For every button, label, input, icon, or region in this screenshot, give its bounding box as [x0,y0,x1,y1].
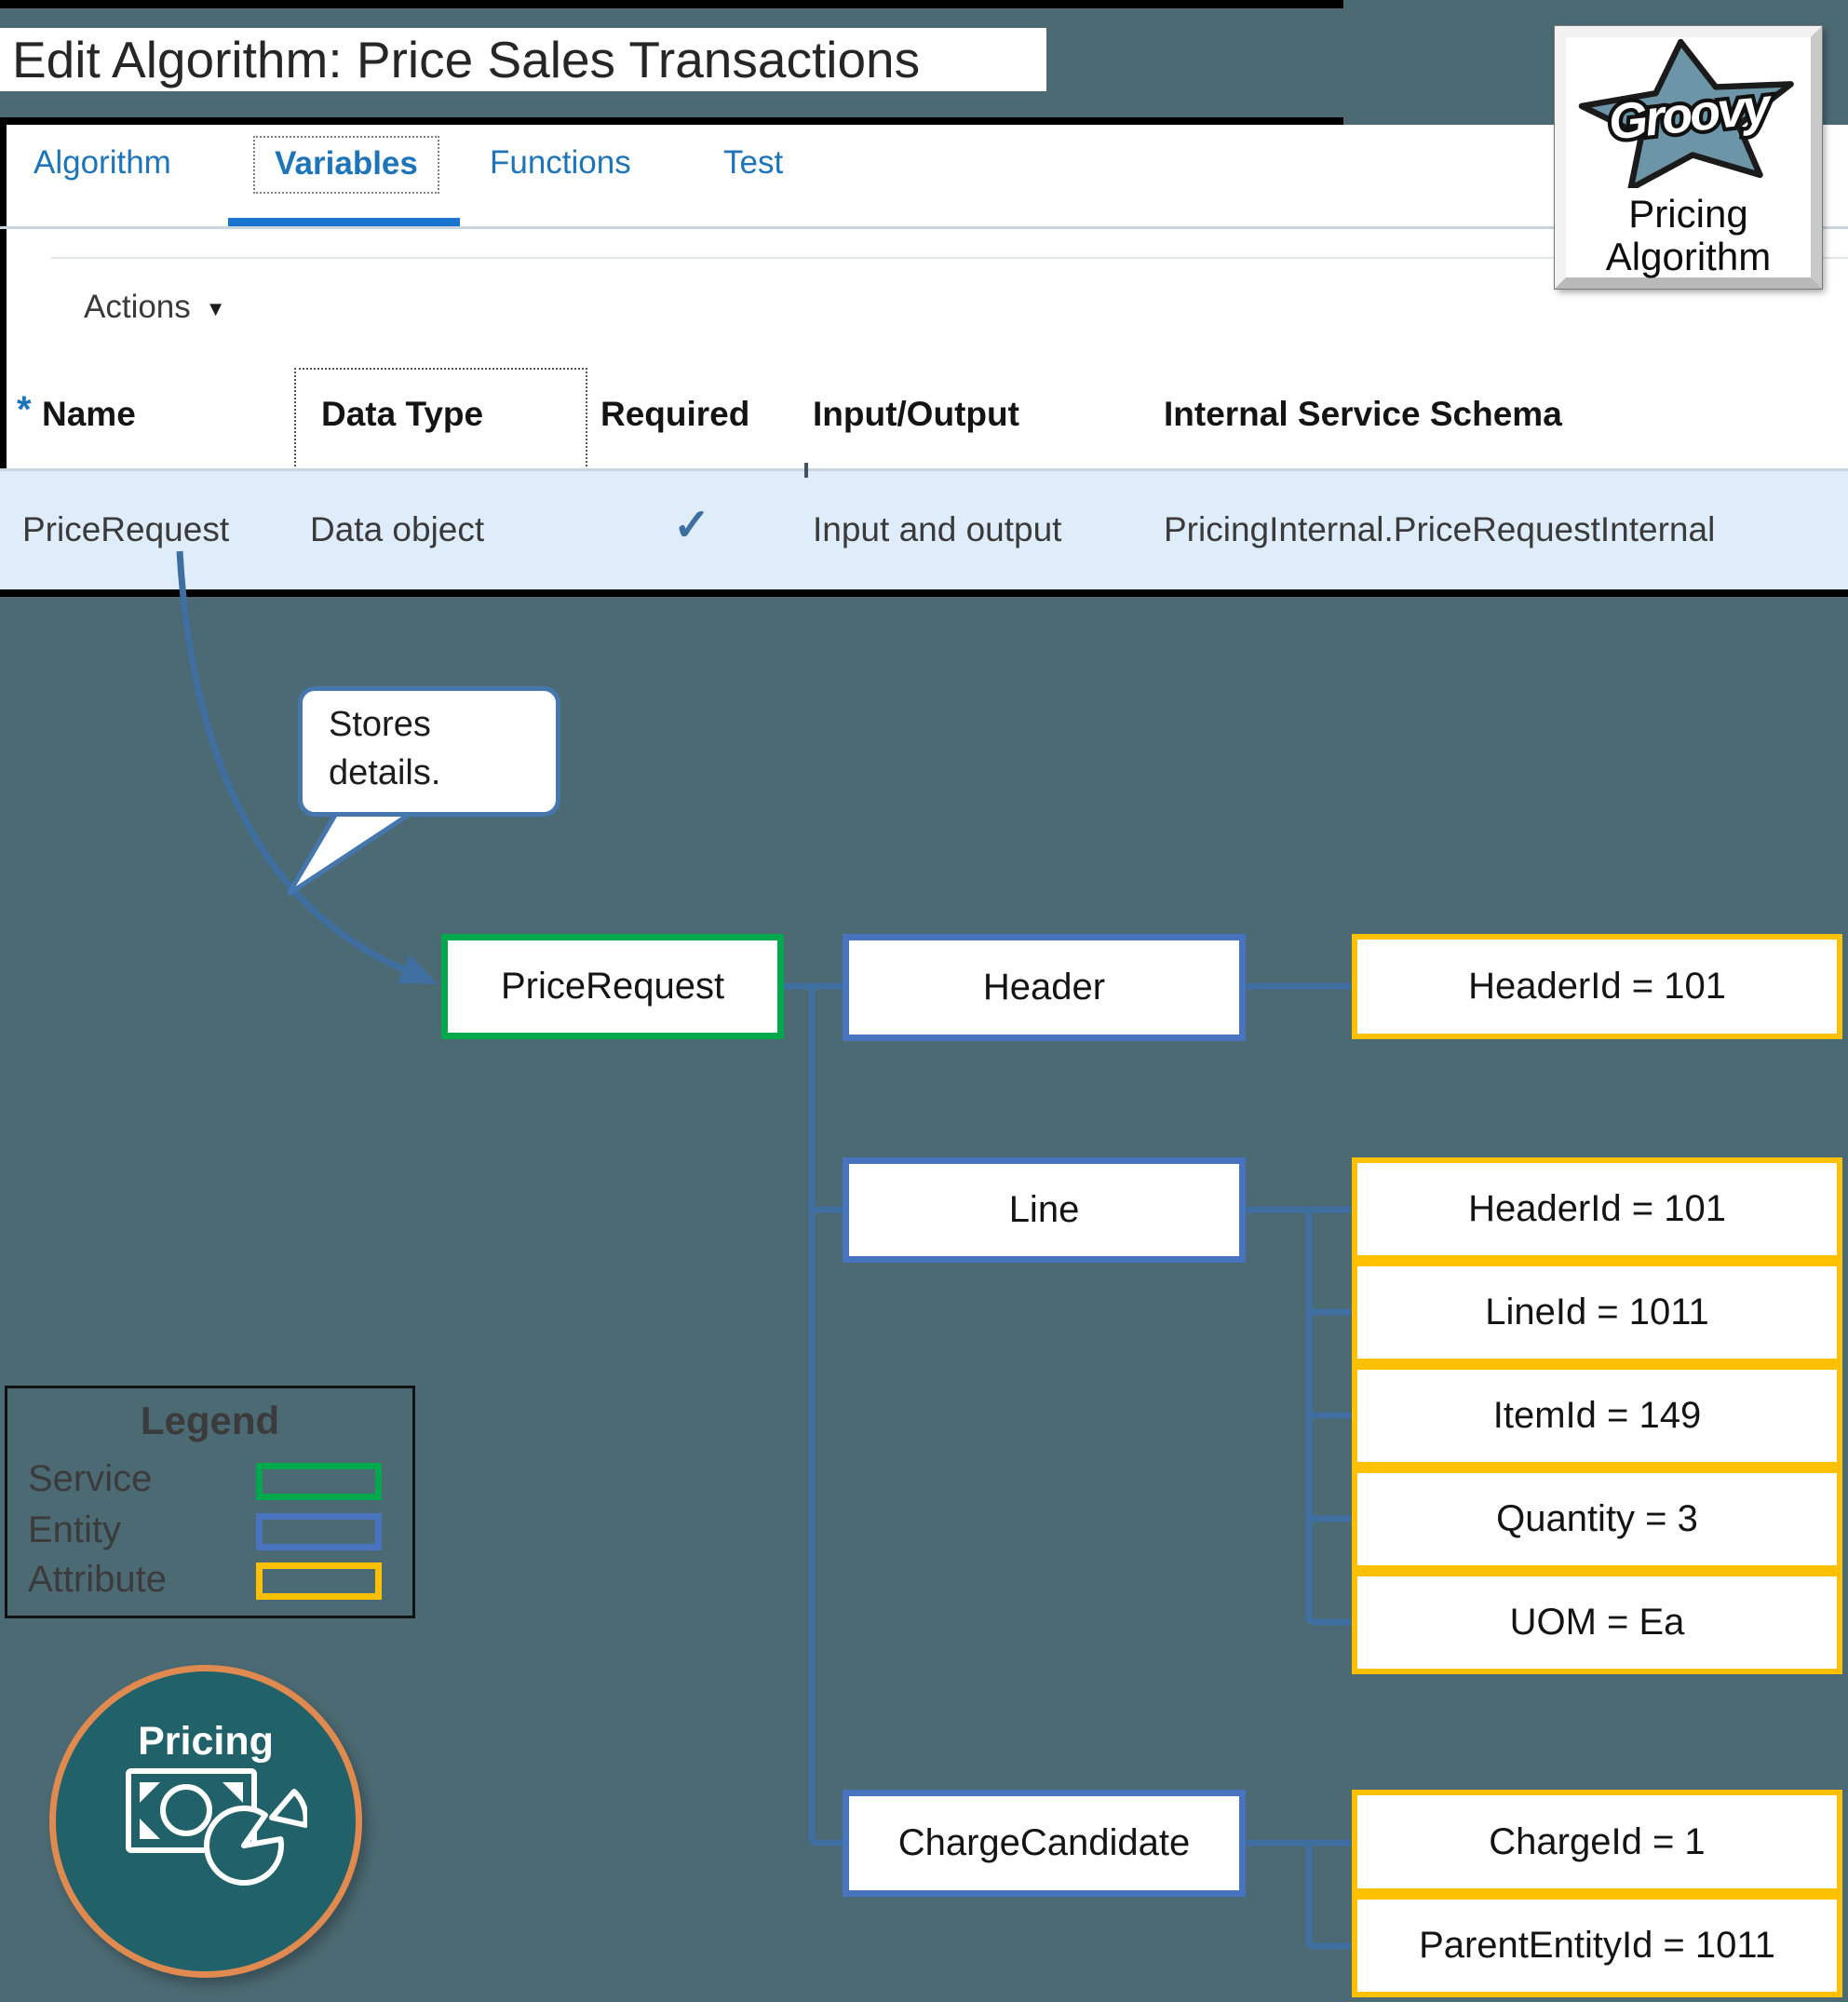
toolbar-divider [51,257,1848,259]
callout-text-line1: Stores [329,705,431,744]
badge-caption-line2: Algorithm [1605,235,1772,278]
screenshot-divider [0,117,1343,125]
legend-label-attribute: Attribute [28,1559,167,1600]
screenshot-top-border [0,0,1343,8]
column-header-schema[interactable]: Internal Service Schema [1164,395,1562,433]
attribute-node-line-headerid: HeaderId = 101 [1352,1157,1842,1261]
attribute-node-line-itemid: ItemId = 149 [1352,1364,1842,1468]
legend-title: Legend [140,1399,280,1442]
callout-bubble: Stores details. [298,686,560,817]
page-title-bar: Edit Algorithm: Price Sales Transactions [0,28,1046,91]
curved-arrow [176,550,406,973]
cell-schema: PricingInternal.PriceRequestInternal [1164,510,1716,548]
active-tab-underline [228,218,460,226]
entity-node-chargecandidate: ChargeCandidate [843,1790,1246,1897]
legend-label-entity: Entity [28,1509,122,1550]
chevron-down-icon: ▼ [205,297,226,320]
required-marker: * [17,389,32,430]
attribute-node-cc-parententityid: ParentEntityId = 1011 [1352,1894,1842,1997]
required-check-icon: ✓ [673,501,711,550]
header-separator [0,468,1848,471]
groovy-badge: Groovy Pricing Algorithm [1554,25,1823,290]
legend-swatch-service [256,1463,382,1500]
attribute-node-line-quantity: Quantity = 3 [1352,1468,1842,1571]
cell-data-type: Data object [310,510,485,548]
attribute-node-line-uom: UOM = Ea [1352,1571,1842,1674]
tab-variables[interactable]: Variables [253,136,439,194]
column-header-name[interactable]: Name [42,395,136,433]
panel-divider [0,226,1848,229]
legend [5,1386,415,1618]
column-resize-mark [804,463,808,478]
cell-name: PriceRequest [22,510,230,548]
pricing-badge-label: Pricing [138,1719,274,1764]
service-node-pricerequest: PriceRequest [441,934,784,1039]
actions-menu[interactable]: Actions ▼ [84,287,226,328]
legend-swatch-attribute [256,1562,382,1600]
tab-algorithm[interactable]: Algorithm [34,144,171,181]
cell-input-output: Input and output [813,510,1062,548]
page-title: Edit Algorithm: Price Sales Transactions [12,31,921,88]
money-pie-icon [126,1768,307,1886]
attribute-node-cc-chargeid: ChargeId = 1 [1352,1790,1842,1894]
callout-text-line2: details. [329,753,441,792]
tab-functions[interactable]: Functions [490,144,631,181]
callout-tail [286,806,425,897]
groovy-logo-text: Groovy [1606,78,1776,151]
attribute-node-line-lineid: LineId = 1011 [1352,1261,1842,1364]
tab-test[interactable]: Test [723,144,784,181]
actions-label: Actions [84,289,191,325]
attribute-node-header-headerid: HeaderId = 101 [1352,934,1842,1039]
entity-node-line: Line [843,1157,1246,1263]
table-row[interactable] [0,471,1848,589]
column-header-required[interactable]: Required [600,395,750,433]
groovy-star-icon: Groovy [1578,38,1794,192]
column-header-data-type[interactable]: Data Type [321,395,484,433]
legend-label-service: Service [28,1458,153,1499]
legend-swatch-entity [256,1513,382,1550]
badge-caption-line1: Pricing [1628,192,1748,236]
arrowhead-icon [398,954,438,984]
column-header-input-output[interactable]: Input/Output [813,395,1019,433]
entity-node-header: Header [843,934,1246,1041]
